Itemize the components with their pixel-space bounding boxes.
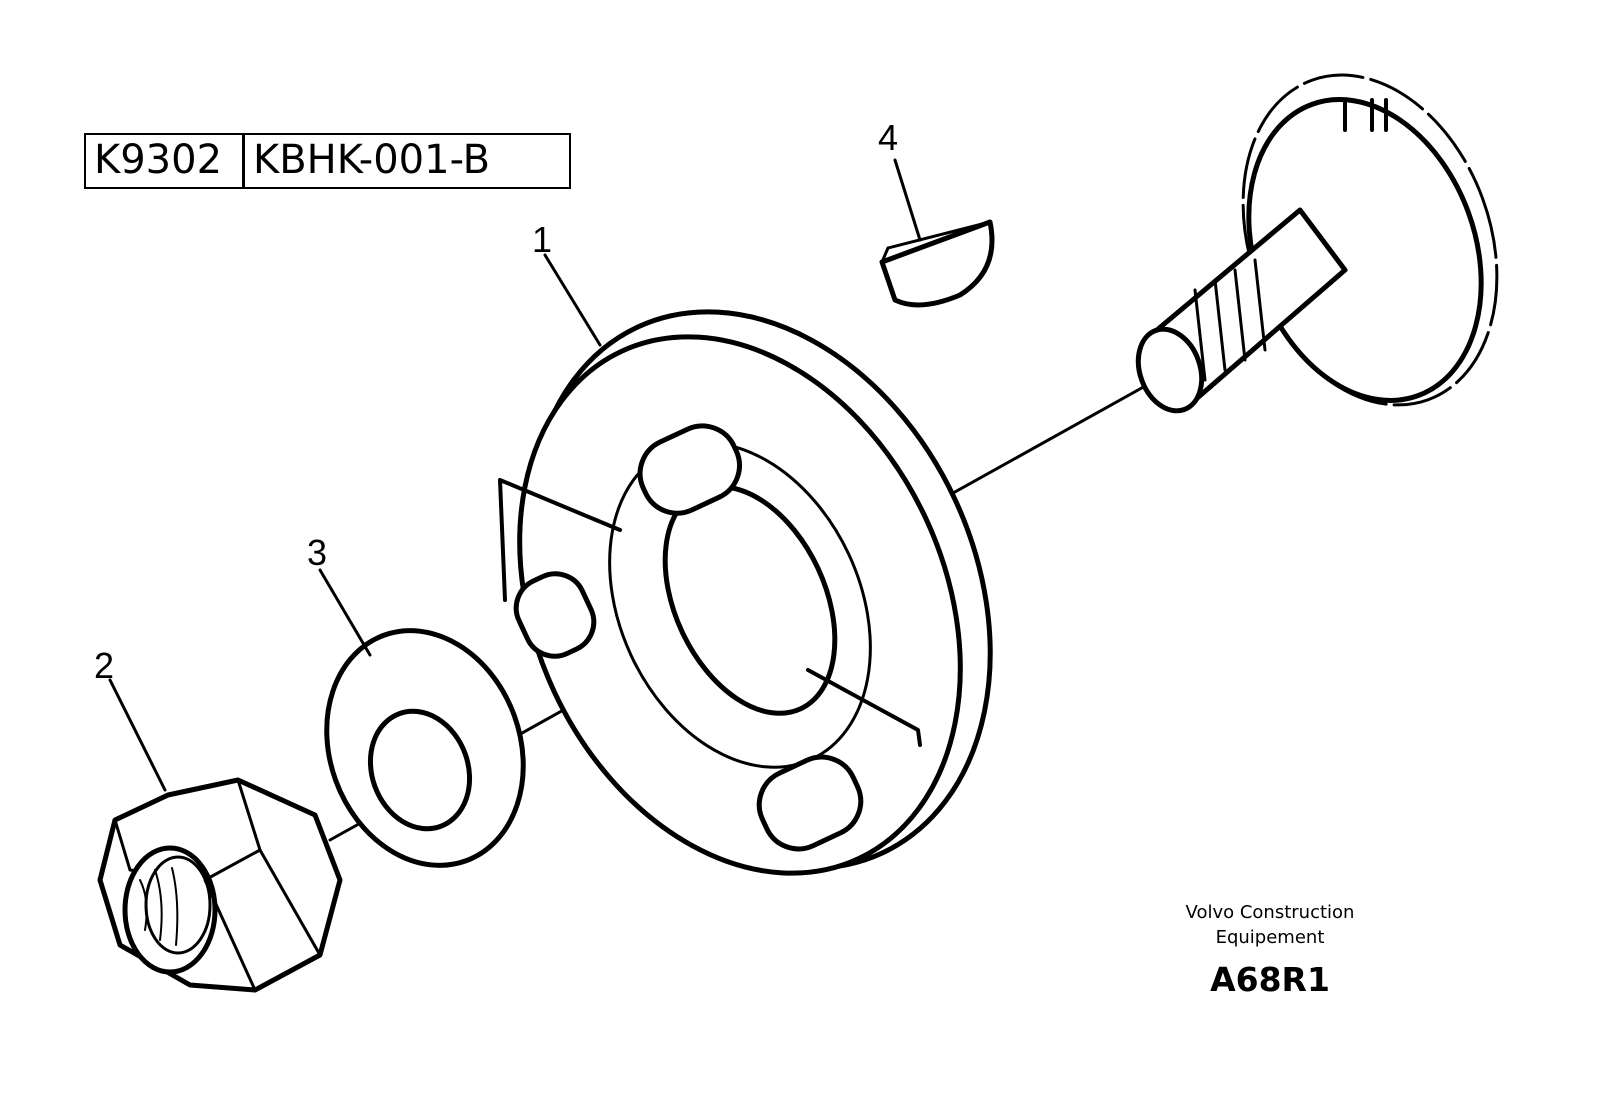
callout-number-4: 4	[878, 117, 898, 158]
callout-number-2: 2	[94, 645, 114, 686]
woodruff-key-part	[879, 219, 995, 308]
leader-line-3	[318, 568, 372, 657]
callout-number-3: 3	[307, 532, 327, 573]
washer-part	[324, 628, 526, 868]
reference-code-box-2: KBHK-001-B	[243, 133, 571, 189]
coupling-flange-part	[498, 309, 993, 876]
hex-nut-part	[97, 777, 343, 993]
leader-line-4	[893, 158, 922, 242]
company-name-line-1: Volvo Construction	[1185, 902, 1355, 923]
callout-number-1: 1	[532, 219, 552, 260]
leader-line-1	[543, 253, 602, 347]
reference-code-box-1: K9302	[84, 133, 244, 189]
figure-id: A68R1	[1210, 960, 1330, 999]
company-name-line-2: Equipement	[1215, 927, 1325, 948]
shaft-bolt-part	[1135, 73, 1499, 414]
leader-line-2	[108, 678, 167, 792]
